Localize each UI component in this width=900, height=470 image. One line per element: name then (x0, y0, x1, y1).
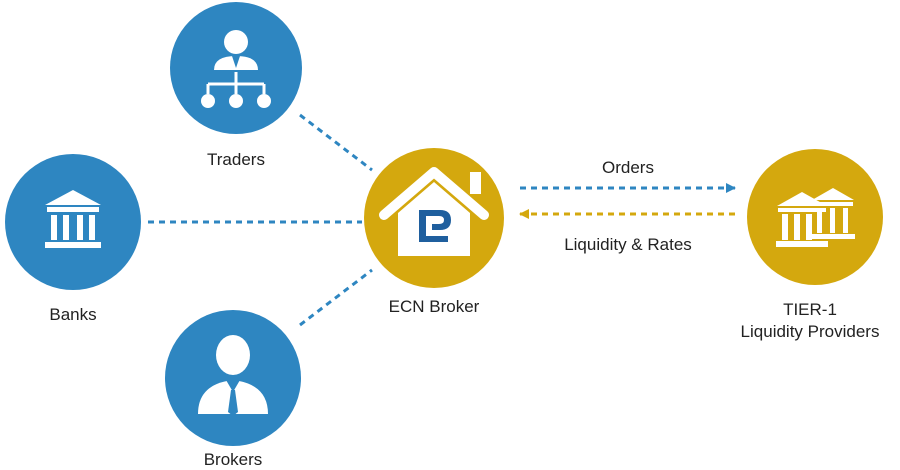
banks-label: Banks (49, 305, 97, 324)
ecn-broker-label: ECN Broker (388, 297, 480, 316)
connector-brokers (299, 268, 373, 327)
traders-node (170, 2, 302, 134)
connector-traders (299, 113, 373, 172)
orders-label: Orders (602, 158, 654, 177)
trader-hierarchy-icon (201, 30, 271, 108)
brokers-node (165, 310, 301, 446)
tier1-label-line1: TIER-1 (783, 300, 837, 319)
liquidity-label: Liquidity & Rates (564, 235, 692, 254)
house-logo-icon (379, 167, 489, 256)
banks-node (5, 154, 141, 290)
ecn-broker-node (364, 148, 504, 288)
tier1-label-line2: Liquidity Providers (740, 322, 880, 341)
traders-label: Traders (207, 150, 265, 169)
broker-person-icon (198, 335, 268, 416)
tier1-label: TIER-1 Liquidity Providers (720, 299, 900, 343)
bank-building-icon (45, 190, 101, 248)
tier1-node (747, 149, 883, 285)
brokers-label: Brokers (203, 450, 263, 469)
double-bank-icon (776, 188, 855, 247)
